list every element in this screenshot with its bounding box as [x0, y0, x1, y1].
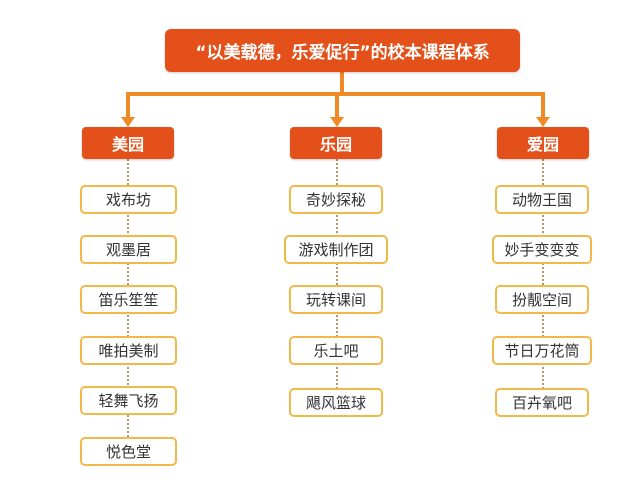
course-item: 奇妙探秘: [289, 185, 383, 214]
course-item: 戏布坊: [80, 185, 177, 214]
course-item: 节日万花筒: [492, 336, 592, 365]
course-item: 游戏制作团: [284, 235, 388, 264]
category-meiyuan: 美园: [82, 127, 174, 159]
course-item: 百卉氧吧: [495, 388, 589, 417]
category-aiyuan: 爱园: [497, 127, 589, 159]
course-item: 轻舞飞扬: [80, 386, 177, 415]
course-item: 笛乐笙笙: [80, 285, 177, 314]
course-item: 玩转课间: [289, 285, 383, 314]
arrowhead: [536, 117, 550, 127]
category-leyuan: 乐园: [290, 127, 382, 159]
arrowhead: [121, 117, 135, 127]
course-item: 观墨居: [80, 235, 177, 264]
course-item: 扮靓空间: [495, 285, 589, 314]
arrowhead: [330, 117, 344, 127]
course-item: 悦色堂: [80, 437, 177, 466]
diagram-title: “以美载德，乐爱促行”的校本课程体系: [165, 29, 520, 72]
course-item: 飓风篮球: [289, 388, 383, 417]
course-item: 动物王国: [495, 185, 589, 214]
course-item: 妙手变变变: [492, 235, 592, 264]
course-item: 唯拍美制: [80, 336, 177, 365]
course-item: 乐土吧: [289, 336, 383, 365]
